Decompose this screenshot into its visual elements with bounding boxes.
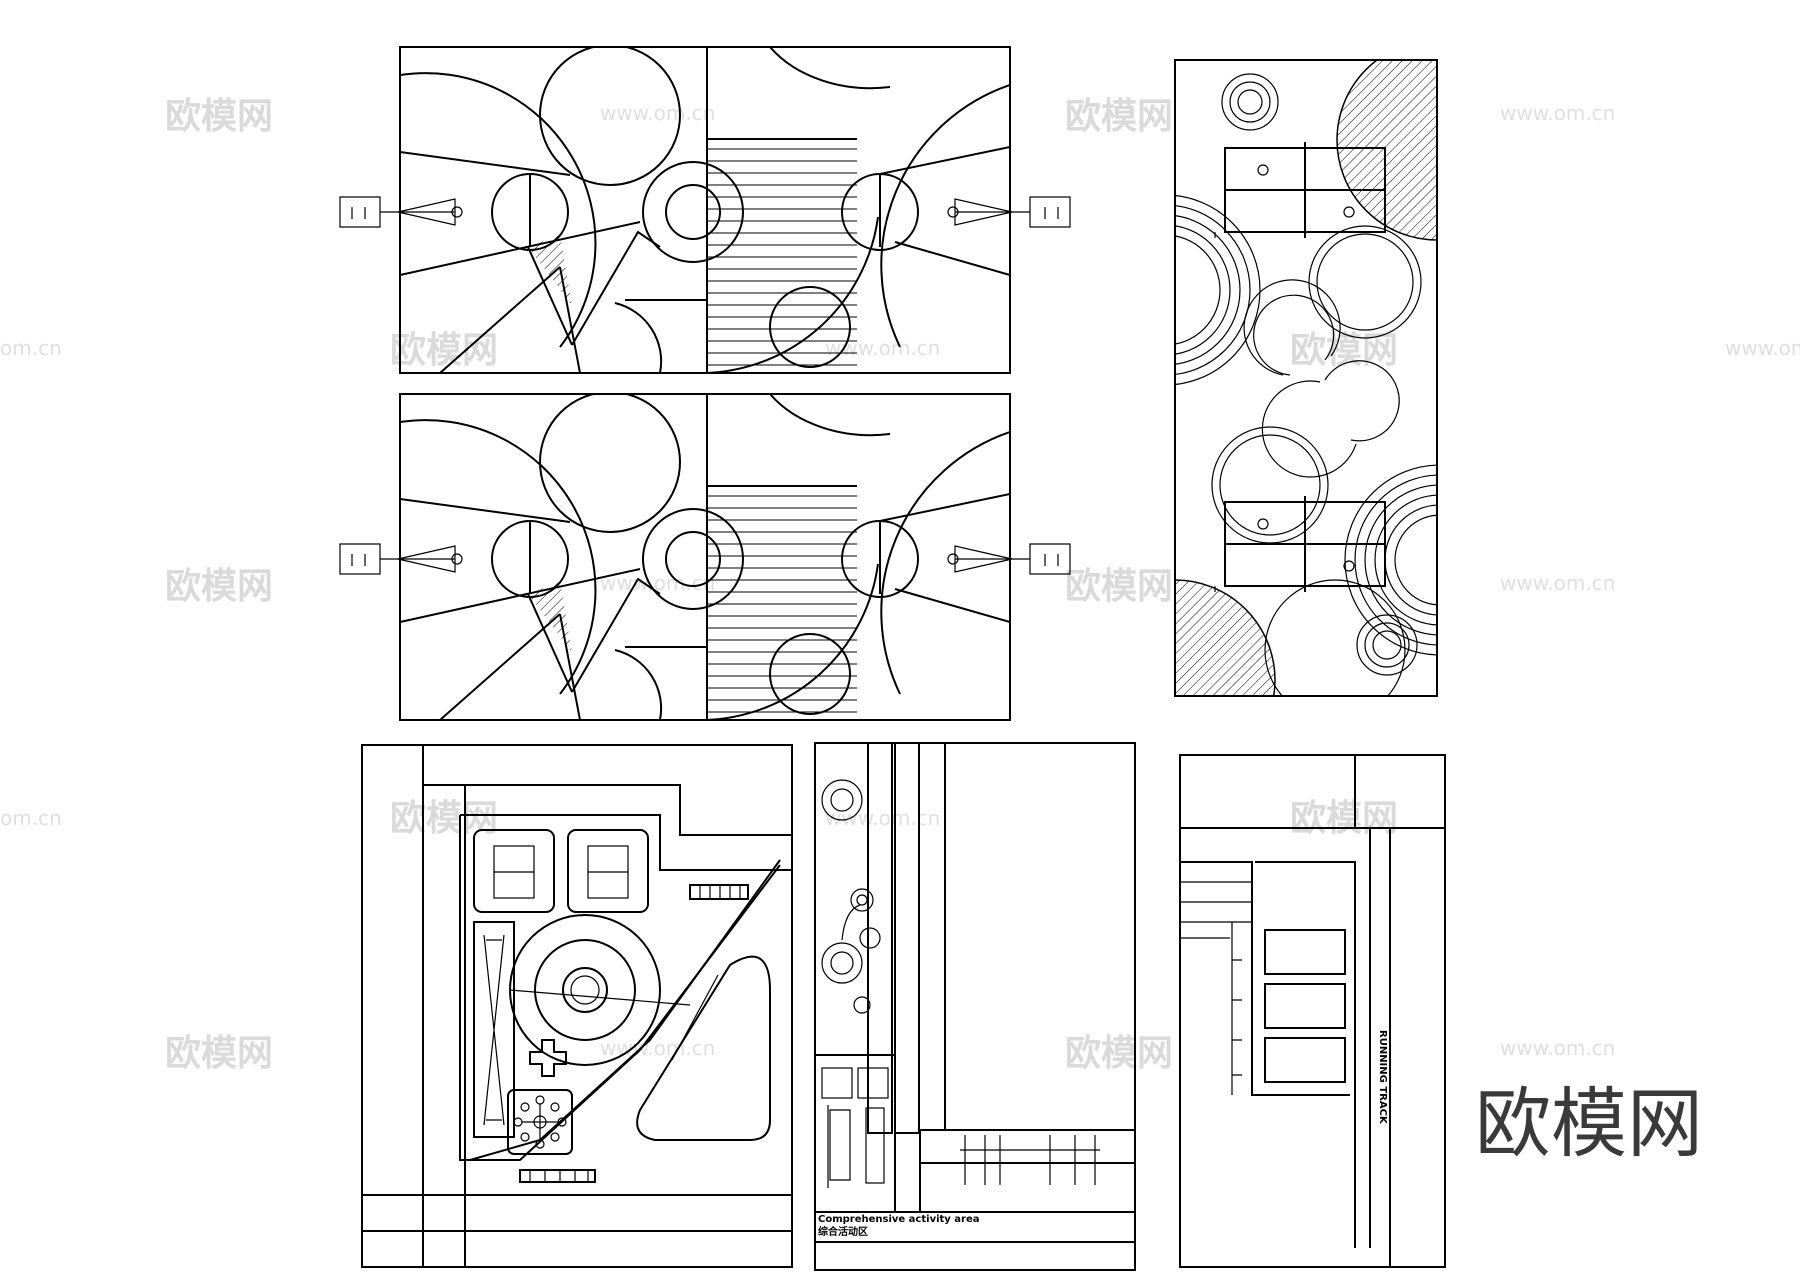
watermark-url: www.om.cn [600, 571, 715, 595]
brand-logo: 欧模网 [1475, 1079, 1703, 1168]
watermark-url: om.cn [0, 806, 62, 830]
watermark-url: www.om.cn [1500, 1036, 1615, 1060]
running-track-label: RUNNING TRACK [1377, 1030, 1388, 1125]
watermark-url: www.om.cn [600, 101, 715, 125]
running-track-plan: RUNNING TRACK [1179, 754, 1446, 1268]
watermark-url: om.cn [0, 336, 62, 360]
watermark-brand: 欧模网 [165, 96, 273, 137]
watermark-brand: 欧模网 [165, 1033, 273, 1074]
watermark-url: www.om.cn [825, 806, 940, 830]
activity-area-plan: Comprehensive activity area 综合活动区 [814, 742, 1136, 1271]
watermark-brand: 欧模网 [1290, 798, 1398, 839]
watermark-url: www.om.cn [600, 1036, 715, 1060]
watermark-url: www.om.cn [1725, 336, 1800, 360]
basketball-court-bottom [340, 392, 1070, 720]
watermark-brand: 欧模网 [1065, 96, 1173, 137]
activity-area-title-en: Comprehensive activity area [818, 1214, 980, 1225]
watermark-layer: 欧模网 欧模网 欧模网 欧模网 欧模网 欧模网 欧模网 欧模网 欧模网 欧模网 … [0, 96, 1800, 1074]
site-plan-left [361, 744, 793, 1268]
watermark-brand: 欧模网 [1065, 566, 1173, 607]
basketball-court-top [340, 45, 1070, 373]
watermark-brand: 欧模网 [165, 566, 273, 607]
watermark-brand: 欧模网 [1290, 330, 1398, 371]
watermark-url: www.om.cn [1500, 101, 1615, 125]
watermark-brand: 欧模网 [390, 798, 498, 839]
watermark-brand: 欧模网 [1065, 1033, 1173, 1074]
table-tennis-area [1174, 59, 1438, 697]
activity-area-title-cn: 综合活动区 [818, 1225, 868, 1238]
watermark-url: www.om.cn [1500, 571, 1615, 595]
